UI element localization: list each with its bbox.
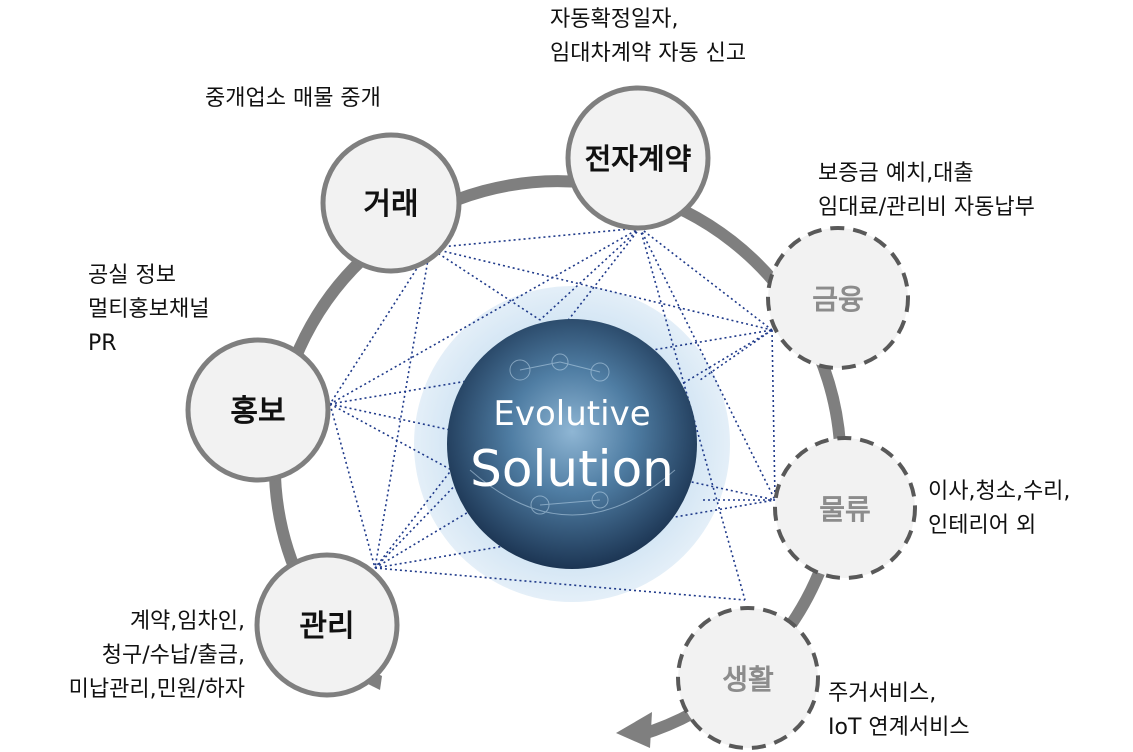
node-promotion-label: 홍보 <box>230 394 285 429</box>
desc-logistics-line2: 인테리어 외 <box>928 513 1036 538</box>
desc-transaction-line1: 중개업소 매물 중개 <box>205 86 381 111</box>
center-title-line2: Solution <box>470 440 674 498</box>
node-contract[interactable]: 전자계약 <box>565 85 711 231</box>
desc-management-line3: 미납관리,민원/하자 <box>69 677 245 702</box>
desc-finance-line1: 보증금 예치,대출 <box>818 161 974 186</box>
node-finance[interactable]: 금융 <box>766 226 910 370</box>
center-title-line1: Evolutive <box>493 394 650 434</box>
desc-living-line2: IoT 연계서비스 <box>828 715 970 740</box>
desc-contract-line2: 임대차계약 자동 신고 <box>550 41 746 66</box>
desc-management-line2: 청구/수납/출금, <box>102 643 245 668</box>
node-living-label: 생활 <box>722 663 774 696</box>
ring-arrow-head <box>616 712 652 748</box>
node-management[interactable]: 관리 <box>254 552 400 698</box>
desc-promotion-line1: 공실 정보 <box>88 263 176 288</box>
node-living[interactable]: 생활 <box>676 606 820 750</box>
node-transaction[interactable]: 거래 <box>320 132 462 274</box>
node-logistics[interactable]: 물류 <box>773 436 917 580</box>
desc-promotion-line3: PR <box>88 331 117 356</box>
desc-management-line1: 계약,임차인, <box>130 609 245 634</box>
node-management-label: 관리 <box>299 609 354 644</box>
center-circle: Evolutive Solution <box>447 319 697 569</box>
desc-logistics-line1: 이사,청소,수리, <box>928 479 1070 504</box>
desc-living-line1: 주거서비스, <box>828 681 936 706</box>
desc-contract-line1: 자동확정일자, <box>550 7 678 32</box>
desc-finance-line2: 임대료/관리비 자동납부 <box>818 195 1035 220</box>
node-transaction-label: 거래 <box>363 187 418 222</box>
node-promotion[interactable]: 홍보 <box>185 337 331 483</box>
desc-promotion-line2: 멀티홍보채널 <box>88 297 209 322</box>
node-contract-label: 전자계약 <box>585 142 692 176</box>
node-finance-label: 금융 <box>812 283 864 316</box>
node-logistics-label: 물류 <box>819 493 871 526</box>
